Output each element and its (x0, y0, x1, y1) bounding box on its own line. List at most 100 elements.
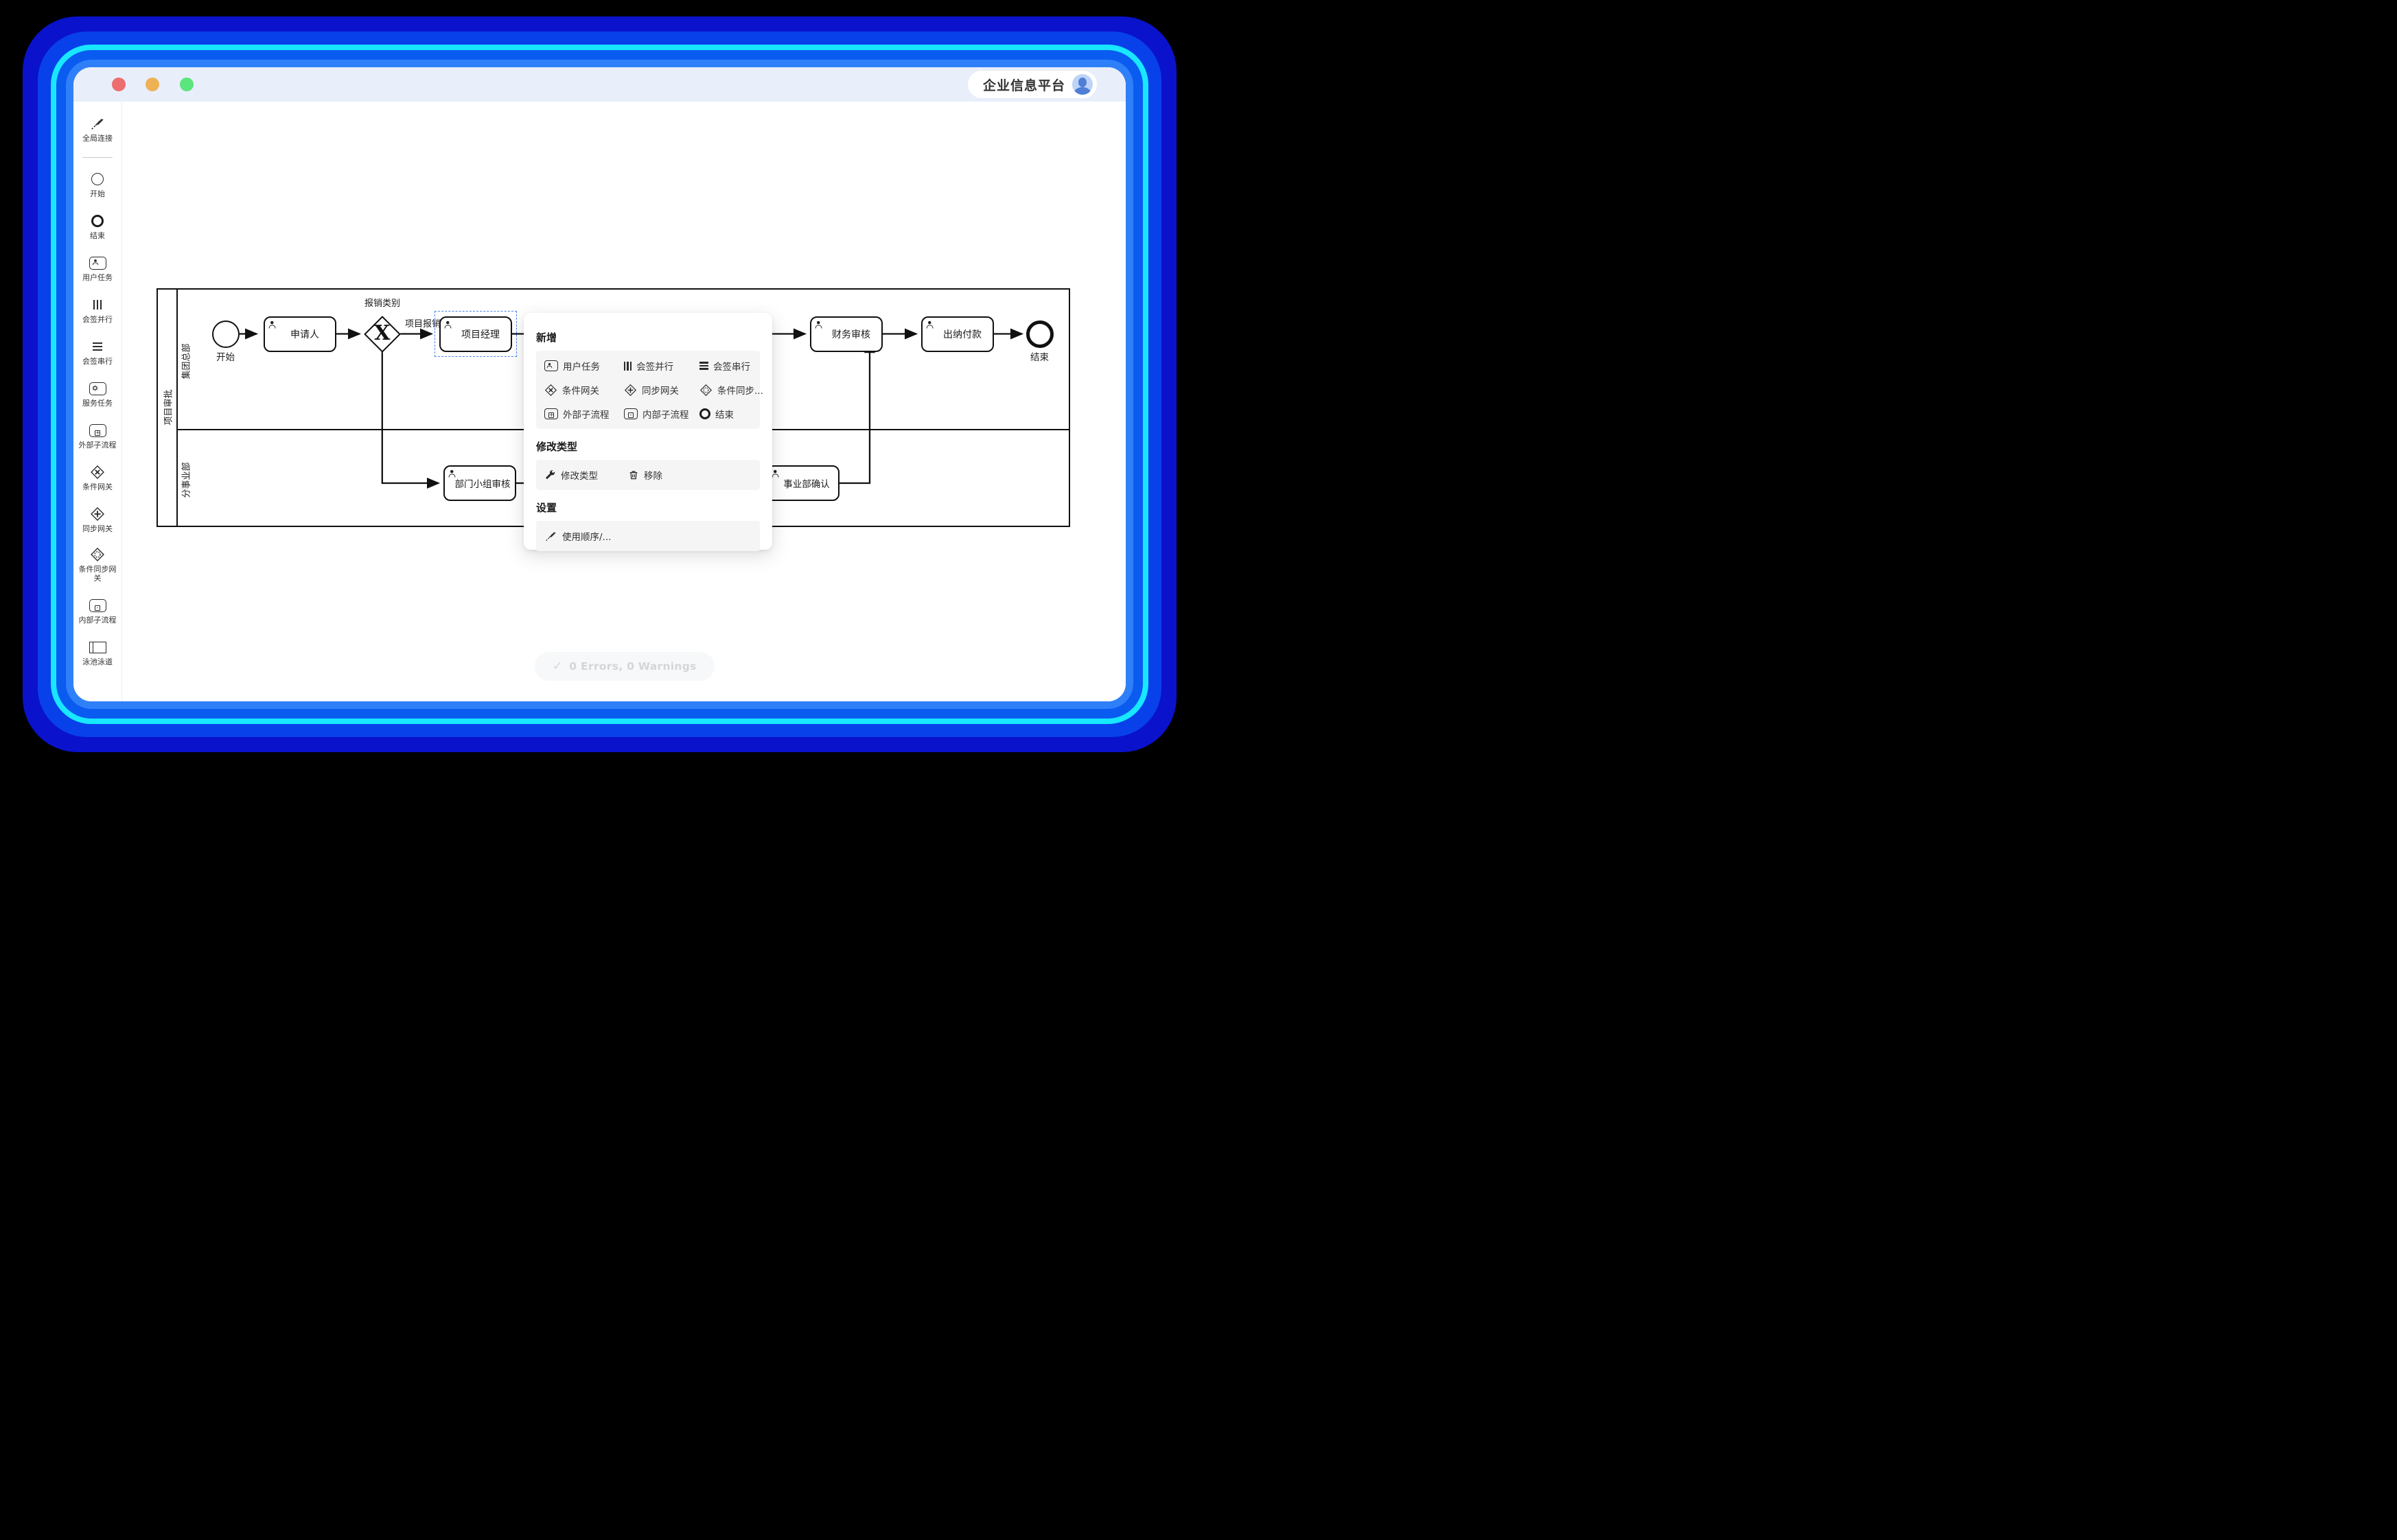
end-event-icon (699, 408, 710, 419)
multi-parallel-icon (624, 361, 632, 371)
traffic-light-maximize[interactable] (180, 78, 194, 91)
menu-item-internal-subprocess[interactable]: - 内部子流程 (624, 407, 699, 421)
menu-item-sync-gateway[interactable]: 同步网关 (624, 383, 699, 397)
internal-subprocess-icon: - (624, 408, 638, 419)
menu-item-label: 外部子流程 (563, 410, 610, 421)
menu-item-label: 条件同步... (717, 386, 763, 397)
traffic-light-minimize[interactable] (146, 78, 159, 91)
menu-item-use-sequence[interactable]: 使用顺序/... (544, 529, 611, 543)
end-event-icon (91, 213, 104, 229)
gateway-x-marker: X (374, 320, 391, 345)
menu-item-remove[interactable]: 移除 (628, 468, 662, 482)
titlebar: 企业信息平台 (73, 67, 1126, 102)
menu-item-conditional-gateway[interactable]: 条件网关 (544, 383, 624, 397)
person-icon (448, 469, 458, 479)
menu-item-end[interactable]: 结束 (699, 407, 768, 421)
palette-item-sync-gateway[interactable]: 同步网关 (75, 504, 120, 533)
task-label: 项目经理 (461, 329, 500, 340)
menu-item-label: 用户任务 (563, 362, 600, 373)
lane-label-division: 分事业部 (181, 462, 192, 498)
user-avatar[interactable] (1072, 74, 1093, 95)
palette-item-label: 服务任务 (82, 399, 113, 408)
palette-item-label: 同步网关 (82, 524, 113, 533)
palette-item-multi-serial[interactable]: 会签串行 (75, 337, 120, 366)
palette-item-label: 会签并行 (82, 315, 113, 324)
palette-item-external-subprocess[interactable]: + 外部子流程 (75, 421, 120, 450)
palette-item-conditional-sync-gateway[interactable]: 条件同步网关 (75, 546, 120, 583)
menu-item-label: 同步网关 (642, 386, 679, 397)
menu-item-change-type[interactable]: 修改类型 (544, 468, 598, 482)
palette-item-label: 用户任务 (82, 273, 113, 282)
internal-subprocess-icon: - (89, 597, 106, 614)
task-applicant[interactable]: 申请人 (264, 316, 336, 352)
palette-item-service-task[interactable]: 服务任务 (75, 379, 120, 408)
menu-item-label: 会签串行 (713, 362, 750, 373)
conditional-sync-gateway-icon (699, 384, 713, 397)
wrench-icon (544, 469, 556, 481)
person-icon (771, 469, 781, 479)
person-icon (814, 320, 824, 330)
task-project-manager[interactable]: 项目经理 (439, 316, 512, 352)
end-event[interactable] (1026, 320, 1054, 348)
menu-item-label: 使用顺序/... (562, 532, 612, 543)
task-cashier-payment[interactable]: 出纳付款 (921, 316, 994, 352)
menu-item-multi-parallel[interactable]: 会签并行 (624, 359, 699, 373)
lint-status-pill[interactable]: ✓ 0 Errors, 0 Warnings (535, 652, 715, 681)
palette-item-label: 会签串行 (82, 357, 113, 366)
palette-item-pool-lane[interactable]: 泳池泳道 (75, 638, 120, 666)
global-connect-icon (544, 530, 557, 542)
service-task-icon (89, 380, 106, 397)
palette-item-label: 条件网关 (82, 482, 113, 491)
menu-item-external-subprocess[interactable]: + 外部子流程 (544, 407, 624, 421)
palette-item-start[interactable]: 开始 (75, 170, 120, 198)
traffic-light-close[interactable] (112, 78, 126, 91)
context-menu-add-panel: 用户任务 会签并行 会签串行 条件网关 同步网关 (536, 351, 763, 429)
user-task-icon (544, 360, 558, 371)
task-division-confirm[interactable]: 事业部确认 (767, 465, 839, 501)
palette-item-label: 泳池泳道 (82, 657, 113, 666)
context-menu-section-title: 新增 (536, 331, 557, 344)
task-label: 财务审核 (832, 329, 870, 340)
start-event-label: 开始 (216, 352, 235, 363)
sync-gateway-icon (90, 506, 105, 522)
menu-item-label: 条件网关 (562, 386, 599, 397)
multi-serial-icon (699, 362, 708, 370)
bpmn-canvas[interactable]: 项目审批 集团总部 分事业部 (122, 102, 1126, 701)
multi-parallel-icon (93, 296, 102, 313)
pool-title-strip (158, 290, 178, 526)
menu-item-user-task[interactable]: 用户任务 (544, 359, 624, 373)
context-menu: 新增 用户任务 会签并行 会签串行 条件网关 (524, 313, 772, 551)
pool-lane-icon (89, 639, 106, 655)
palette-item-label: 结束 (90, 231, 105, 240)
palette-item-label: 全局连接 (82, 134, 113, 143)
palette-item-label: 内部子流程 (78, 616, 117, 625)
palette-item-conditional-gateway[interactable]: 条件网关 (75, 463, 120, 491)
palette-item-user-task[interactable]: 用户任务 (75, 253, 120, 282)
palette-item-label: 条件同步网关 (78, 565, 117, 583)
selection-outline (435, 311, 517, 357)
app-title: 企业信息平台 (982, 78, 1065, 93)
person-icon (925, 320, 936, 330)
task-dept-group-review[interactable]: 部门小组审核 (443, 465, 516, 501)
palette-item-global-connect[interactable]: 全局连接 (75, 114, 120, 143)
task-finance-review[interactable]: 财务审核 (810, 316, 883, 352)
palette-item-multi-parallel[interactable]: 会签并行 (75, 295, 120, 324)
context-menu-section-title: 修改类型 (536, 441, 578, 453)
flow-label-project: 项目报销 (405, 319, 441, 329)
menu-item-label: 结束 (715, 410, 734, 421)
trash-icon (628, 469, 639, 480)
context-menu-settings-panel: 使用顺序/... (536, 521, 760, 551)
end-event-label: 结束 (1030, 352, 1049, 363)
global-connect-icon (89, 115, 106, 132)
check-icon: ✓ (553, 660, 563, 673)
menu-item-label: 会签并行 (636, 362, 674, 373)
start-event[interactable] (211, 320, 240, 348)
palette-divider (82, 157, 113, 158)
pool-title: 项目审批 (163, 389, 174, 425)
palette-item-internal-subprocess[interactable]: - 内部子流程 (75, 596, 120, 625)
palette-item-end[interactable]: 结束 (75, 211, 120, 240)
menu-item-conditional-sync-gateway[interactable]: 条件同步... (699, 383, 768, 397)
menu-item-multi-serial[interactable]: 会签串行 (699, 359, 768, 373)
start-event-icon (91, 171, 104, 187)
context-menu-modify-panel: 修改类型 移除 (536, 460, 760, 490)
